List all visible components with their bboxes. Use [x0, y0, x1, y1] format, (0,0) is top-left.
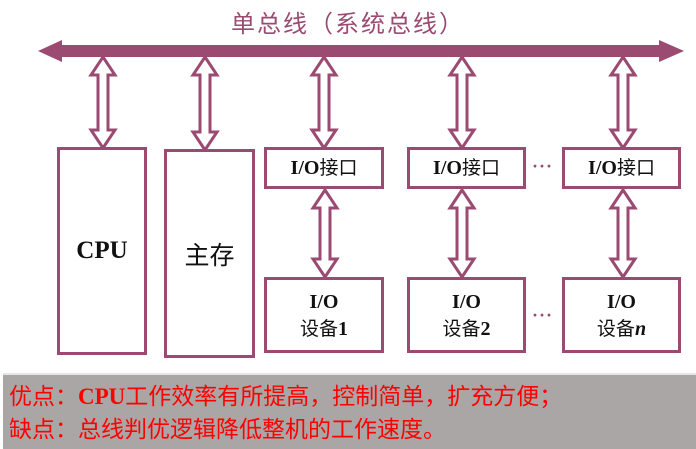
system-bus-arrow	[38, 40, 684, 62]
io-interface-latin: I/O	[588, 157, 617, 179]
io-device-box-n: I/O 设备n	[562, 277, 681, 353]
cons-text: 总线判优逻辑降低整机的工作速度。	[78, 417, 446, 443]
bus-title: 单总线（系统总线）	[231, 10, 465, 38]
pros-cons-box: 优点：CPU工作效率有所提高，控制简单，扩充方便； 缺点：总线判优逻辑降低整机的…	[3, 373, 696, 449]
io-1-device-arrow	[310, 187, 340, 280]
main-memory-label: 主存	[184, 240, 235, 270]
cpu-label: CPU	[76, 237, 128, 264]
io-device-index: 1	[338, 317, 348, 340]
io-interface-cn: 接口	[616, 157, 655, 179]
io-device-box-1: I/O 设备1	[264, 277, 384, 353]
io-2-device-arrow	[447, 187, 477, 280]
io-device-line1: I/O	[309, 290, 339, 313]
io-device-box-2: I/O 设备2	[407, 277, 526, 353]
io-interface-cn: 接口	[461, 157, 500, 179]
io-interface-latin: I/O	[290, 157, 320, 179]
pros-label: 优点：	[9, 384, 78, 410]
cons-label: 缺点：	[9, 417, 78, 443]
pros-cpu: CPU	[78, 384, 126, 409]
io-interface-box-n: I/O接口	[562, 147, 681, 189]
io-device-line1: I/O	[452, 290, 481, 313]
io-device-cn: 设备	[596, 317, 635, 340]
io-interface-box-1: I/O接口	[264, 147, 384, 189]
io-interface-2-bus-arrow	[447, 54, 477, 151]
io-device-cn: 设备	[299, 317, 338, 340]
io-n-device-arrow	[608, 187, 638, 280]
io-interface-ellipsis: ···	[532, 156, 554, 176]
io-device-cn: 设备	[442, 317, 481, 340]
pros-line: 优点：CPU工作效率有所提高，控制简单，扩充方便；	[9, 380, 696, 414]
io-device-ellipsis: ···	[532, 305, 554, 325]
io-interface-latin: I/O	[433, 157, 462, 179]
io-device-index: n	[634, 317, 647, 340]
cons-line: 缺点：总线判优逻辑降低整机的工作速度。	[9, 414, 696, 447]
cpu-box: CPU	[57, 147, 147, 355]
memory-bus-arrow	[190, 54, 220, 153]
io-device-line1: I/O	[607, 290, 636, 313]
main-memory-box: 主存	[164, 149, 255, 358]
cpu-bus-arrow	[88, 54, 118, 151]
io-interface-n-bus-arrow	[608, 54, 638, 151]
io-interface-cn: 接口	[319, 157, 358, 179]
pros-text: 工作效率有所提高，控制简单，扩充方便；	[125, 384, 563, 410]
io-device-index: 2	[480, 317, 491, 340]
io-interface-box-2: I/O接口	[407, 147, 526, 189]
io-interface-1-bus-arrow	[309, 54, 339, 151]
